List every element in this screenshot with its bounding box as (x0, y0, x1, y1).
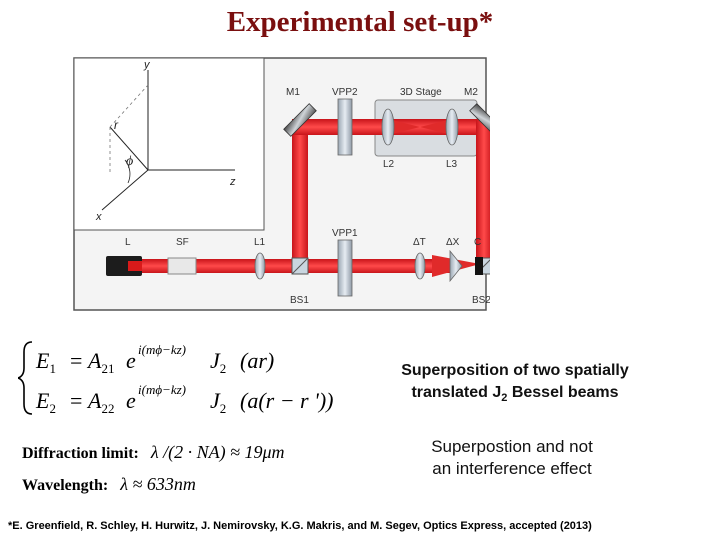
eq2-lhs: E2 (35, 388, 56, 416)
delay-element (414, 252, 426, 280)
lens-l2 (381, 108, 395, 146)
label-dt: ΔT (413, 237, 426, 248)
r-vector (109, 126, 149, 171)
eq2-exponent: i(mϕ−kz) (138, 382, 186, 397)
diffraction-expression: λ /(2 · NA) ≈ 19μm (150, 442, 285, 462)
label-c: C (474, 237, 481, 248)
label-bs1: BS1 (290, 295, 309, 306)
eq1-bessel: J2 (210, 348, 226, 376)
beam-focus-stage (388, 119, 452, 135)
label-vpp1: VPP1 (332, 228, 358, 239)
label-l1: L1 (254, 237, 266, 248)
label-vpp2: VPP2 (332, 87, 358, 98)
beam-vertical-left (292, 119, 308, 273)
lens-l1 (254, 252, 266, 280)
eq1-exponent: i(mϕ−kz) (138, 342, 186, 357)
eq2-exp-base: e (126, 388, 136, 413)
camera (475, 257, 483, 275)
label-dx: ΔX (446, 237, 460, 248)
label-m1: M1 (286, 87, 300, 98)
axis-label-z: z (229, 176, 236, 188)
caption-superposition-line1: Superposition of two spatially (401, 362, 629, 379)
axis-label-phi: ϕ (126, 154, 133, 169)
coordinate-inset (73, 57, 265, 231)
setup-diagram: y r ϕ z x M1 VPP2 3D Stage M2 L2 L3 (73, 57, 490, 311)
label-bs2: BS2 (472, 295, 490, 306)
caption-superposition: Superposition of two spatially translate… (365, 360, 665, 409)
beam-vertical-right (476, 119, 490, 273)
eq2-equals: = (70, 388, 82, 413)
axis-label-y: y (143, 59, 151, 71)
x-axis (101, 169, 149, 211)
eq1-argument: (ar) (240, 348, 274, 373)
wavelength-label: Wavelength: (22, 477, 109, 494)
axicon (449, 249, 463, 283)
eq2-bessel: J2 (210, 388, 226, 416)
label-sf: SF (176, 237, 189, 248)
lens-l3 (445, 108, 459, 146)
mirror-m1 (283, 103, 317, 137)
caption-not-interference: Superpostion and not an interference eff… (362, 436, 662, 480)
label-l3: L3 (446, 159, 458, 170)
bs1-diagonal (291, 257, 309, 275)
page-title: Experimental set-up* (226, 6, 494, 38)
axis-label-x: x (95, 211, 102, 223)
caption-not-interference-line1: Superpostion and not (431, 437, 593, 456)
phase-plate-vpp2 (337, 98, 353, 156)
eq1-exp-base: e (126, 348, 136, 373)
field-equations: E1 = A21 e i(mϕ−kz) J2 (ar) E2 = A22 e i… (18, 341, 333, 416)
diffraction-label: Diffraction limit: (22, 445, 139, 462)
mirror-m2 (469, 103, 490, 137)
diffraction-limit: Diffraction limit: λ /(2 · NA) ≈ 19μm (22, 442, 285, 463)
eq2-argument: (a(r − r ')) (240, 388, 333, 413)
eq1-equals: = (70, 348, 82, 373)
label-l: L (125, 237, 131, 248)
phi-arc (124, 159, 131, 184)
label-stage: 3D Stage (400, 87, 442, 98)
reference-footnote: *E. Greenfield, R. Schley, H. Hurwitz, J… (8, 520, 592, 532)
equation-brace (18, 341, 33, 415)
eq1-lhs: E1 (35, 348, 56, 376)
eq1-amplitude: A21 (86, 348, 114, 376)
label-l2: L2 (383, 159, 395, 170)
spatial-filter (167, 257, 197, 275)
axis-label-r: r (114, 118, 119, 132)
eq2-amplitude: A22 (86, 388, 114, 416)
laser-aperture (128, 261, 142, 271)
wavelength: Wavelength: λ ≈ 633nm (22, 474, 196, 495)
label-m2: M2 (464, 87, 478, 98)
caption-superposition-line2: translated J2 Bessel beams (411, 384, 619, 405)
phase-plate-vpp1 (337, 239, 353, 297)
wavelength-expression: λ ≈ 633nm (120, 474, 196, 494)
caption-not-interference-line2: an interference effect (432, 459, 592, 478)
